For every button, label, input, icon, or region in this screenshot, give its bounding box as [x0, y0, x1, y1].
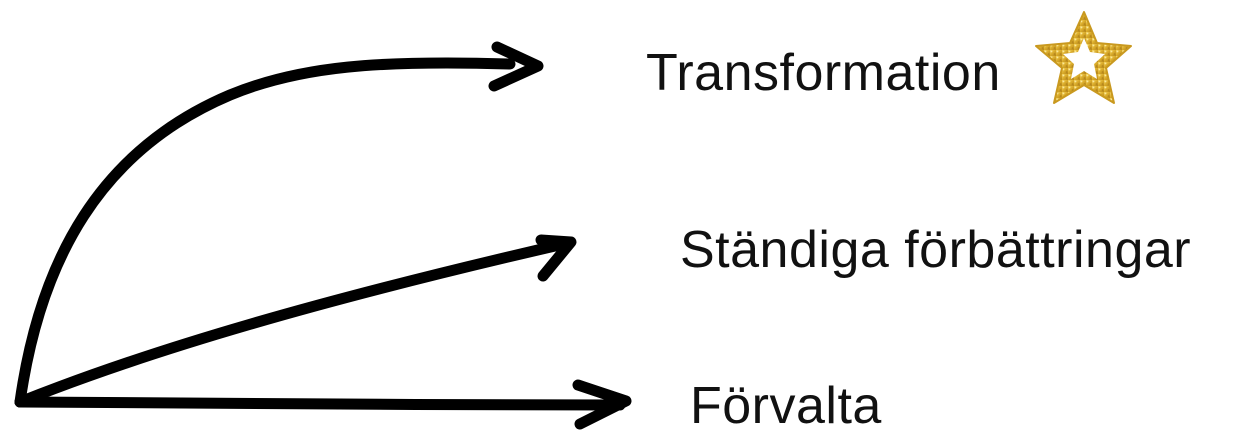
arrow-transformation-head — [488, 41, 544, 92]
arrow-forvalta-head — [572, 379, 632, 430]
label-standiga-forbattringar: Ständiga förbättringar — [680, 221, 1192, 279]
arrow-forvalta-shaft — [14, 396, 626, 411]
label-forvalta: Förvalta — [690, 377, 882, 435]
arrow-standiga-shaft — [14, 237, 574, 408]
gold-star-icon — [1035, 11, 1132, 104]
arrow-transformation-shaft — [14, 57, 516, 408]
arrow-standiga-head — [535, 234, 577, 282]
label-transformation: Transformation — [646, 44, 1001, 102]
